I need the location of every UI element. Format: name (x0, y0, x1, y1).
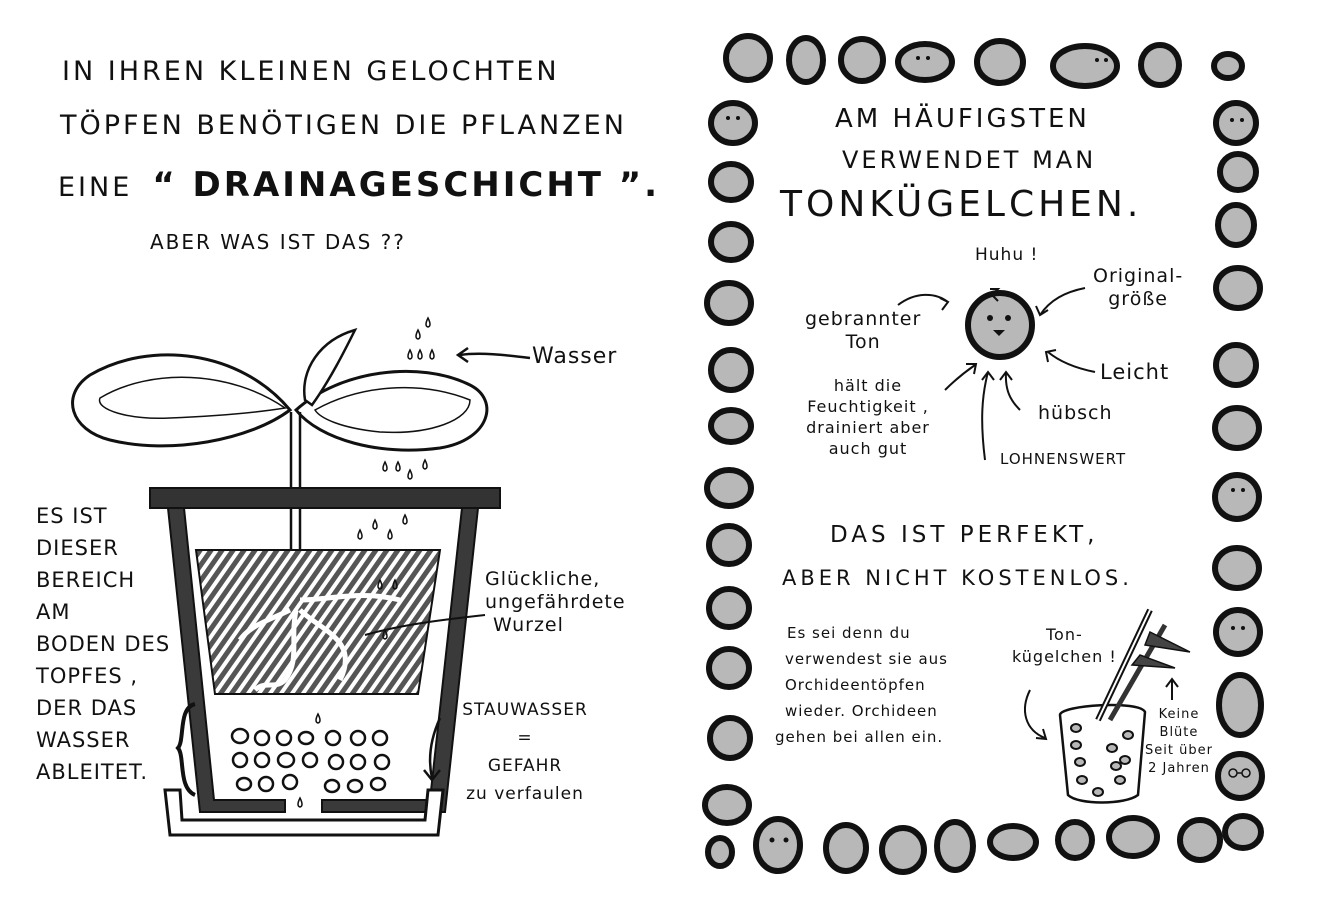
standing-water-line-1: STAUWASSER (462, 700, 588, 720)
original-size-label: Original- größe (1093, 265, 1183, 311)
moisture-line-3: drainiert aber (806, 418, 930, 437)
roots-label: Glückliche, ungefährdete Wurzel (485, 568, 626, 636)
subheading-line-1: DAS IST PERFEKT, (830, 522, 1099, 548)
side-text-line: DIESER (36, 536, 119, 560)
side-text-line: DER DAS (36, 696, 138, 720)
moisture-line-4: auch gut (828, 439, 908, 458)
reuse-paragraph: Es sei denn du verwendest sie aus Orchid… (775, 620, 948, 750)
pellets-callout: Ton- kügelchen ! (1012, 624, 1117, 668)
intro-line-1: IN IHREN KLEINEN GELOCHTEN (62, 56, 560, 87)
side-text-line: BEREICH (36, 568, 136, 592)
roots-label-line-2: ungefährdete (485, 590, 626, 613)
moisture-line-2: Feuchtigkeit , (807, 397, 929, 416)
fired-clay-line-2: Ton (845, 330, 881, 353)
side-text-line: TOPFES , (36, 664, 139, 688)
light-label: Leicht (1100, 360, 1170, 384)
moisture-label: hält die Feuchtigkeit , drainiert aber a… (788, 375, 948, 459)
intro-line-3: EINE “ DRAINAGESCHICHT ”. (58, 165, 660, 205)
drainage-explanation: ES IST DIESER BEREICH AM BODEN DES TOPFE… (36, 500, 170, 788)
fired-clay-line-1: gebrannter (805, 308, 922, 330)
pellets-callout-line-2: kügelchen ! (1012, 647, 1117, 666)
side-text-line: BODEN DES (36, 632, 171, 656)
heading-clay-pellets: TONKÜGELCHEN. (780, 184, 1143, 225)
subheading-line-2: ABER NICHT KOSTENLOS. (782, 566, 1133, 590)
fired-clay-label: gebrannter Ton (805, 308, 921, 354)
no-bloom-line-1: Keine (1158, 707, 1200, 722)
drainage-layer-term: “ DRAINAGESCHICHT ”. (152, 165, 661, 205)
no-bloom-line-3: Seit über (1145, 743, 1213, 758)
no-bloom-line-2: Blüte (1159, 725, 1199, 740)
standing-water-label: STAUWASSER = GEFAHR zu verfaulen (455, 696, 595, 808)
greeting-label: Huhu ! (975, 245, 1039, 265)
pretty-label: hübsch (1038, 402, 1113, 424)
side-text-line: WASSER (36, 728, 131, 752)
intro-line-2: TÖPFEN BENÖTIGEN DIE PFLANZEN (60, 110, 627, 141)
paragraph-line: wieder. Orchideen (785, 702, 938, 720)
side-text-line: AM (36, 600, 71, 624)
roots-label-line-1: Glückliche, (485, 568, 601, 590)
side-text-line: ABLEITET. (36, 760, 149, 784)
worth-it-label: LOHNENSWERT (1000, 450, 1127, 468)
paragraph-line: Es sei denn du (787, 624, 911, 642)
standing-water-line-4: zu verfaulen (466, 784, 584, 804)
no-bloom-line-4: 2 Jahren (1148, 761, 1210, 776)
moisture-line-1: hält die (833, 376, 903, 395)
roots-label-line-3: Wurzel (493, 613, 564, 636)
no-bloom-label: Keine Blüte Seit über 2 Jahren (1145, 706, 1213, 778)
standing-water-line-2: = (517, 728, 533, 748)
original-size-line-1: Original- (1093, 265, 1184, 287)
paragraph-line: verwendest sie aus (785, 650, 948, 668)
intro-line-3-prefix: EINE (58, 172, 133, 203)
heading-line-2: VERWENDET MAN (842, 146, 1097, 174)
paragraph-line: gehen bei allen ein. (775, 728, 944, 746)
intro-question: ABER WAS IST DAS ?? (150, 230, 406, 254)
heading-line-1: AM HÄUFIGSTEN (835, 104, 1090, 134)
pellets-callout-line-1: Ton- (1046, 625, 1083, 644)
paragraph-line: Orchideentöpfen (785, 676, 926, 694)
standing-water-line-3: GEFAHR (487, 756, 563, 776)
water-label: Wasser (532, 344, 618, 369)
original-size-line-2: größe (1108, 287, 1168, 310)
side-text-line: ES IST (36, 504, 108, 528)
